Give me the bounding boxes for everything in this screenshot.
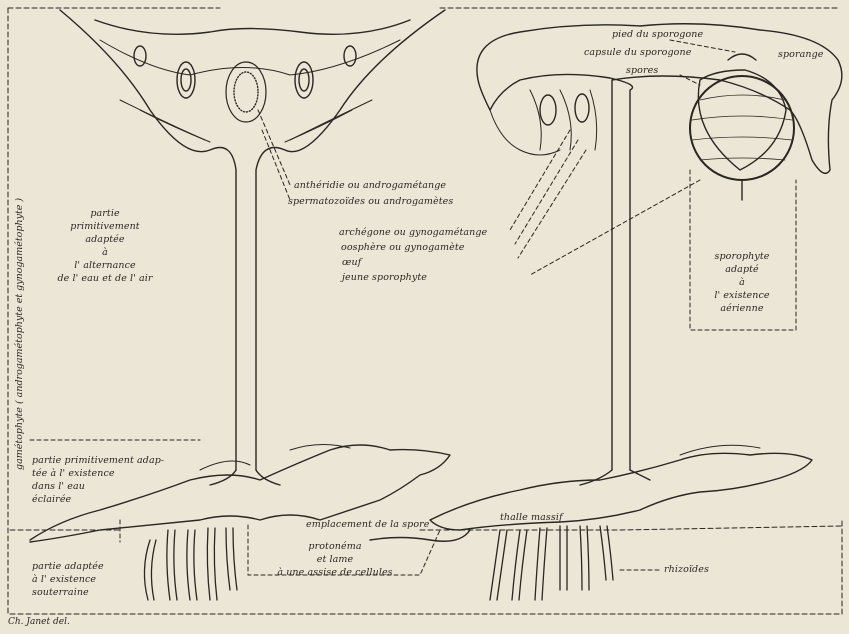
label-sporophyte-aerienne: sporophyte adapté à l' existence aérienn… [694,250,790,315]
thallus-right [430,453,812,530]
label-jeune-sporophyte: jeune sporophyte [342,271,427,284]
label-sporange: sporange [778,48,824,61]
label-capsule: capsule du sporogone [584,46,691,59]
label-spermatozoides: spermatozoïdes ou androgamètes [288,195,453,208]
rhizoids-left [144,528,237,600]
artist-credit: Ch. Janet del. [8,617,70,627]
label-partie-eau: partie primitivement adap- tée à l' exis… [32,454,164,506]
label-rhizoides: rhizoïdes [664,563,709,576]
label-oosphere: oosphère ou gynogamète [341,241,464,254]
label-antheridie: anthéridie ou androgamétange [294,179,446,192]
receptacle-top [95,20,410,34]
label-pied-sporogone: pied du sporogone [612,28,703,41]
label-gametophyte-vertical: gamétophyte ( androgamétophyte et gynoga… [14,198,25,470]
archegonial-receptacle [477,24,842,470]
label-spores: spores [626,64,658,77]
label-oeuf: œuf [342,256,361,269]
rhizoids-right [490,526,613,600]
label-thalle-massif: thalle massif [500,511,563,524]
label-partie-souterraine: partie adaptée à l' existence souterrain… [32,560,104,599]
label-partie-alternance: partie primitivement adaptée à l' altern… [30,207,180,285]
label-protonema: protonéma et lame à une assise de cellul… [250,540,420,579]
label-emplacement-spore: emplacement de la spore [306,518,430,531]
label-archegone: archégone ou gynogamétange [339,226,487,239]
antheridium [226,62,266,122]
